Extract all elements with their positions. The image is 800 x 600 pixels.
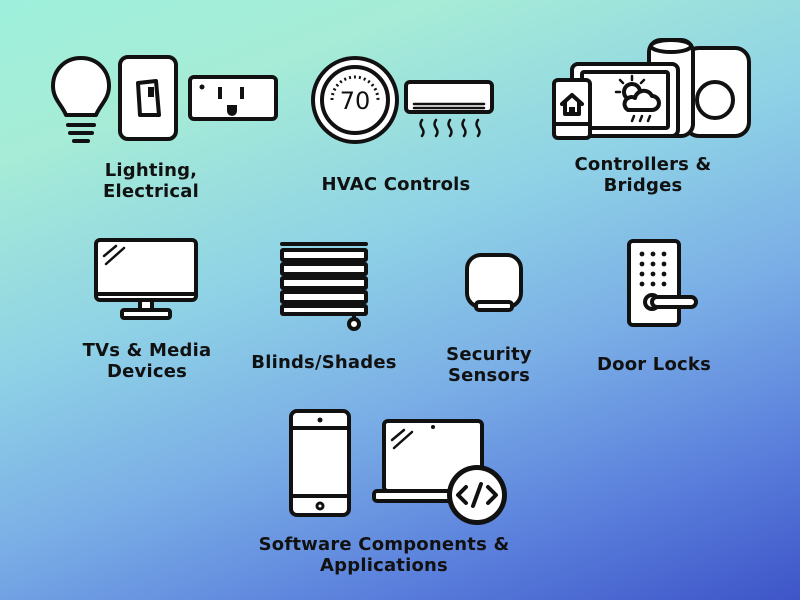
tv-icon [94,238,198,322]
code-icon [444,462,510,528]
keypad-lock-icon [626,238,698,328]
label-security-sensors: Security Sensors [446,344,532,386]
label-controllers-bridges: Controllers & Bridges [574,154,712,196]
label-door-locks: Door Locks [596,354,711,375]
light-switch-icon [118,55,178,141]
label-blinds-shades: Blinds/Shades [251,352,397,373]
label-tvs-media: TVs & Media Devices [82,340,212,382]
label-hvac-controls: HVAC Controls [321,174,471,195]
air-conditioner-icon [404,80,494,142]
lightbulb-icon [50,55,112,145]
sensor-icon [464,252,524,314]
thermostat-value: 70 [340,87,371,115]
label-lighting-electrical: Lighting, Electrical [103,160,199,202]
power-outlet-icon [188,75,278,121]
blinds-icon [278,240,370,332]
label-software-applications: Software Components & Applications [258,534,510,576]
thermostat-icon: 70 [310,55,400,145]
tablet-weather-icon [570,62,680,138]
smartphone-icon [288,408,352,518]
phone-home-icon [552,78,592,140]
